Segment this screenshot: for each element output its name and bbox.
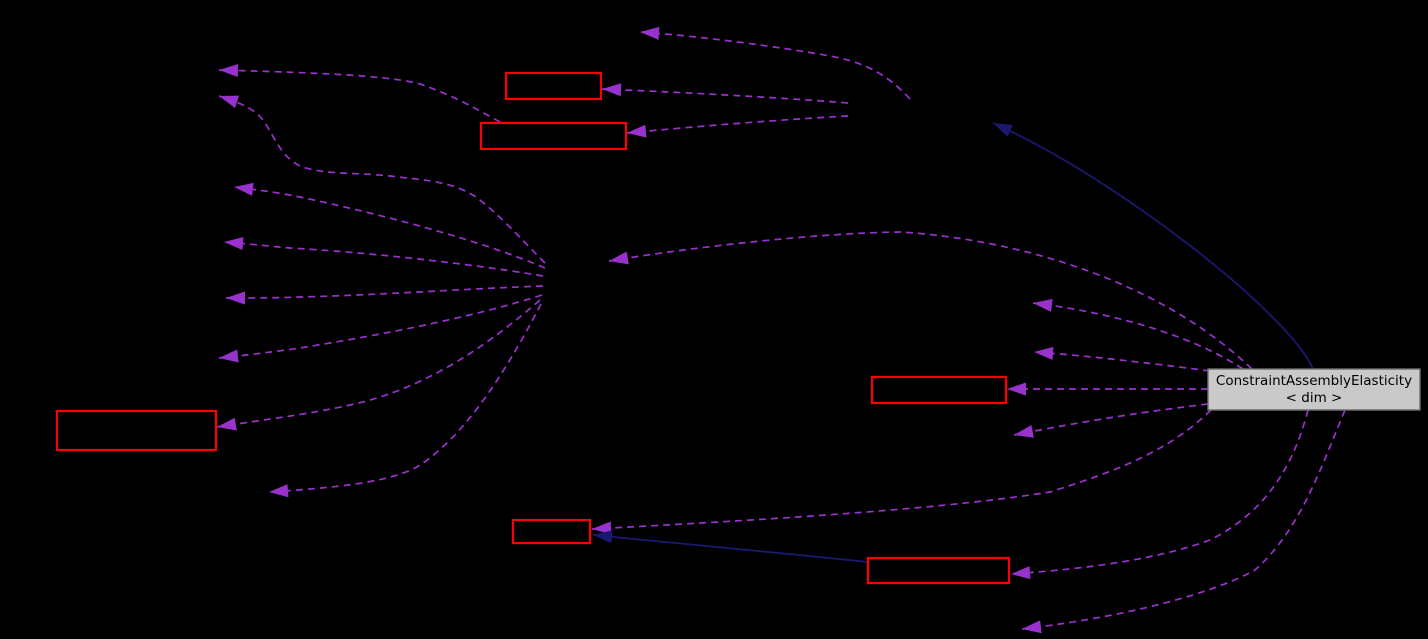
edge-usage-main-to-r1: [1032, 298, 1244, 370]
edge-usage-main-to-hub: [608, 231, 1253, 370]
edge-usage-nodeb-to-top: [639, 26, 911, 100]
edge-inherit-box6-to-box5-arrowhead: [593, 530, 613, 544]
edge-usage-box2-to-nw: [218, 64, 501, 123]
edge-usage-box2-to-nw-line: [218, 69, 501, 123]
truncated-node-bottom-1-box[interactable]: [511, 518, 592, 545]
edge-usage-main-to-r4-line: [1021, 409, 1346, 630]
edge-usage-main-to-botbox1-line: [591, 409, 1212, 530]
edge-usage-hub-to-l4: [223, 237, 544, 277]
edge-usage-hub-to-l5-arrowhead: [226, 291, 246, 305]
truncated-node-top-2-box[interactable]: [479, 121, 628, 151]
edge-usage-main-to-r4: [1021, 409, 1346, 634]
edge-usage-main-to-r1-line: [1032, 302, 1244, 370]
truncated-node-mid-right[interactable]: [870, 375, 1008, 405]
edge-usage-hub-to-l6-line: [218, 294, 543, 359]
edges-layer: [216, 26, 1346, 634]
edge-usage-main-to-r3-line: [1013, 403, 1209, 436]
edge-usage-main-to-r2-line: [1033, 351, 1211, 372]
edge-usage-main-to-botbox2: [1010, 409, 1309, 580]
edge-usage-main-to-botbox1-arrowhead: [592, 521, 612, 535]
main-class-node[interactable]: ConstraintAssemblyElasticity< dim >: [1207, 368, 1421, 411]
truncated-node-left[interactable]: [55, 409, 218, 452]
edge-usage-nodeb-to-box1-line: [601, 88, 849, 104]
edge-usage-hub-to-l2: [218, 95, 546, 264]
edge-usage-nodeb-to-top-line: [639, 31, 911, 100]
edge-usage-hub-to-l5-line: [225, 285, 544, 299]
edge-inherit-box6-to-box5-line: [592, 534, 869, 563]
edge-usage-hub-to-leftbox-arrowhead: [217, 417, 237, 431]
truncated-node-mid-right-box[interactable]: [870, 375, 1008, 405]
edge-usage-hub-to-l8-arrowhead: [269, 484, 289, 498]
edge-usage-main-to-hub-arrowhead: [609, 251, 629, 265]
edge-usage-hub-to-l4-line: [223, 241, 544, 277]
edge-usage-main-to-r3-arrowhead: [1014, 424, 1034, 438]
edge-usage-hub-to-l4-arrowhead: [224, 237, 244, 250]
truncated-node-bottom-1[interactable]: [511, 518, 592, 545]
main-class-node-box[interactable]: [1207, 368, 1421, 411]
edge-usage-main-to-botbox2-arrowhead: [1011, 566, 1031, 580]
edge-usage-nodeb-to-box2-arrowhead: [627, 124, 647, 138]
edge-usage-hub-to-l3: [233, 182, 546, 269]
edge-inherit-main-to-nodeb: [992, 122, 1314, 370]
edge-usage-nodeb-to-box1-arrowhead: [602, 83, 622, 97]
edge-usage-nodeb-to-top-arrowhead: [640, 26, 660, 40]
edge-usage-nodeb-to-box2: [626, 115, 849, 138]
edge-usage-nodeb-to-box1: [601, 83, 849, 104]
edge-usage-main-to-botbox2-line: [1010, 409, 1309, 575]
edge-usage-main-to-r3: [1013, 403, 1209, 438]
main-class-node-label: ConstraintAssemblyElasticity< dim >: [1216, 373, 1412, 406]
edge-usage-hub-to-leftbox-line: [216, 299, 541, 428]
truncated-node-top-1[interactable]: [504, 71, 603, 101]
edge-usage-hub-to-l8: [268, 303, 542, 498]
edge-inherit-main-to-nodeb-arrowhead: [993, 123, 1013, 137]
edge-inherit-main-to-nodeb-line: [992, 122, 1314, 370]
edge-usage-box2-to-nw-arrowhead: [219, 64, 239, 78]
truncated-node-bottom-2[interactable]: [866, 556, 1011, 585]
truncated-node-left-box[interactable]: [55, 409, 218, 452]
edge-usage-hub-to-l3-arrowhead: [234, 182, 254, 196]
edge-usage-hub-to-l6: [218, 294, 543, 363]
edge-usage-hub-to-leftbox: [216, 299, 541, 431]
edge-usage-main-to-midbox: [1007, 382, 1208, 396]
truncated-node-bottom-2-box[interactable]: [866, 556, 1011, 585]
edge-usage-nodeb-to-box2-line: [626, 115, 849, 134]
edge-usage-hub-to-l3-line: [233, 186, 546, 269]
edge-usage-hub-to-l5: [225, 285, 544, 305]
edge-usage-main-to-r4-arrowhead: [1022, 620, 1042, 634]
edge-usage-main-to-hub-line: [608, 231, 1253, 370]
edge-usage-main-to-botbox1: [591, 409, 1212, 535]
edge-usage-main-to-r2: [1033, 346, 1211, 372]
edge-usage-main-to-r2-arrowhead: [1034, 346, 1054, 360]
edge-usage-main-to-midbox-arrowhead: [1007, 382, 1026, 396]
truncated-node-top-2[interactable]: [479, 121, 628, 151]
nodes-layer: [55, 71, 1011, 585]
edge-usage-hub-to-l2-arrowhead: [219, 95, 240, 109]
edge-inherit-box6-to-box5: [592, 530, 869, 563]
truncated-node-top-1-box[interactable]: [504, 71, 603, 101]
edge-usage-hub-to-l2-line: [218, 95, 546, 264]
edge-usage-main-to-r1-arrowhead: [1033, 298, 1053, 312]
edge-usage-hub-to-l6-arrowhead: [219, 349, 239, 363]
